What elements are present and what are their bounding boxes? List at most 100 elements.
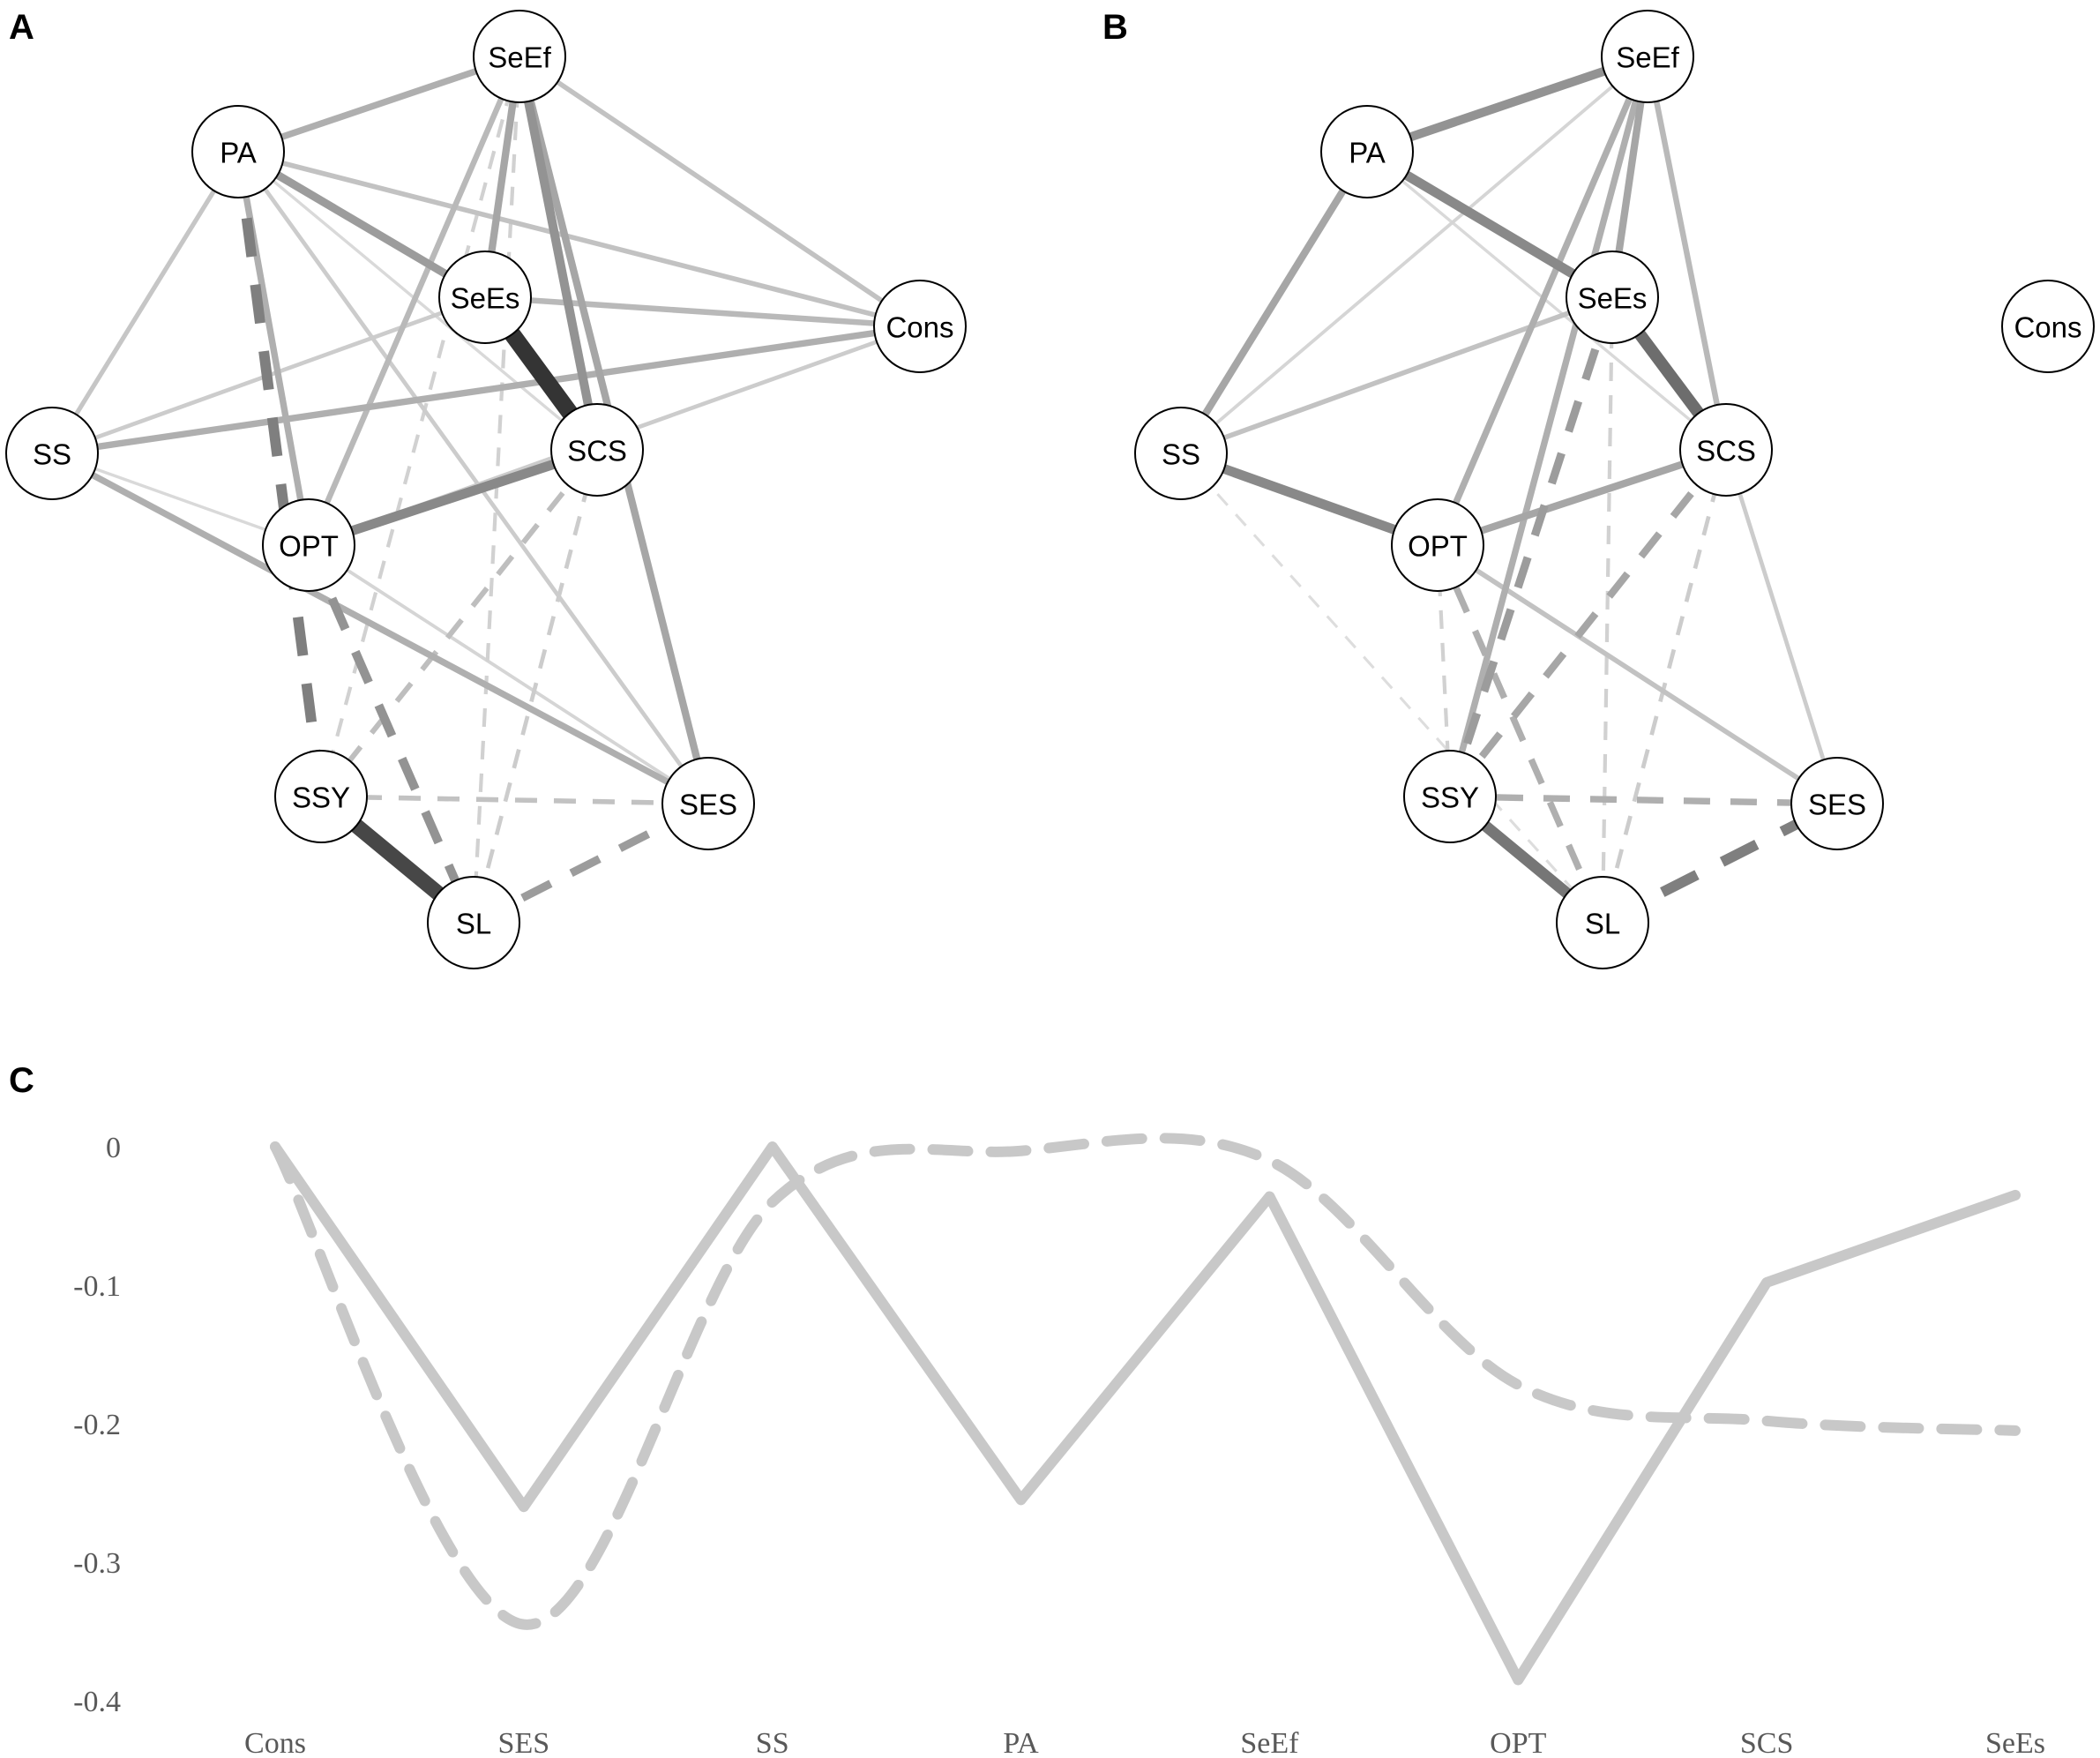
net-b-node-circle [1134,407,1228,500]
net-b-node-sl: SL [1556,876,1649,969]
net-a-edge-seef-sl [471,56,522,924]
x-tick-label: PA [1003,1727,1039,1758]
net-b-edge-ss-pa [1177,149,1371,456]
net-a-edge-ssy-ses [320,794,709,806]
net-a-edge-seef-opt [306,55,522,547]
net-a-node-label: SeEf [488,41,551,74]
x-tick-label: SeEf [1240,1727,1299,1758]
net-a-edge-opt-sl [304,542,478,925]
y-tick-label: -0.2 [73,1409,121,1441]
net-a-node-circle [661,757,755,850]
net-a-node-circle [191,105,285,198]
net-a-node-ses: SES [661,757,755,850]
net-b-edge-pa-scs [1365,150,1728,452]
net-b-edge-opt-scs [1436,446,1728,549]
net-a-node-seef: SeEf [473,10,566,103]
net-b-node-opt: OPT [1391,498,1484,592]
net-b-edge-opt-sl [1434,543,1606,924]
net-a-edge-ssy-scs [318,448,600,798]
series-line-dashed [270,1133,2021,1630]
net-a-node-pa: PA [191,105,285,198]
net-b-edge-pa-sees [1364,147,1615,302]
net-a-node-sees: SeEs [438,251,532,344]
net-a-edge-pa-cons [237,149,921,329]
net-a-edge-sees-cons [484,294,921,330]
net-b-node-label: SeEf [1616,41,1679,74]
net-a-node-label: SeEs [451,282,520,315]
y-tick-label: 0 [106,1132,121,1164]
net-a-node-scs: SCS [550,403,644,497]
net-a-node-ss: SS [5,407,99,500]
net-a-node-circle [5,407,99,500]
net-b-edge-pa-seef [1365,52,1649,156]
net-b-node-label: SeEs [1578,282,1648,315]
net-b-node-circle [1556,876,1649,969]
panel-label-c: C [9,1061,34,1100]
x-tick-label: OPT [1490,1727,1546,1758]
panel-label-a: A [9,8,34,47]
net-b-node-circle [1391,498,1484,592]
net-b-node-pa: PA [1320,105,1414,198]
net-b-node-label: OPT [1408,530,1468,563]
net-a-edge-pa-ses [236,150,710,805]
net-a-node-opt: OPT [262,498,355,592]
net-a-edge-pa-seef [236,53,521,155]
net-a-edge-pa-scs [236,150,599,452]
y-axis-ticks: 0-0.1-0.2-0.3-0.4 [73,1132,121,1718]
net-b-edge-scs-ses [1723,449,1840,804]
net-a-edge-scs-sl [471,449,600,924]
net-a-node-label: SCS [567,435,627,468]
net-b-node-circle [1566,251,1659,344]
net-a-node-label: SS [33,438,71,471]
net-b-node-label: SCS [1696,435,1756,468]
net-b-edge-ss-seef [1179,55,1649,455]
net-b-edge-scs-sl [1600,449,1729,924]
net-a-edge-opt-scs [307,445,599,550]
net-b-node-circle [1320,105,1414,198]
net-b-edge-ss-sees [1180,295,1613,456]
net-b-node-label: SS [1162,438,1200,471]
net-a-edge-ss-ses [50,450,710,807]
x-tick-label: SeEs [1985,1727,2045,1758]
net-a-node-label: OPT [279,530,339,563]
net-a-node-ssy: SSY [274,750,368,843]
net-b-node-scs: SCS [1679,403,1773,497]
net-b-node-ses: SES [1790,757,1884,850]
net-a-edge-seef-scs [515,56,602,451]
net-b-node-seef: SeEf [1601,10,1694,103]
net-b-node-label: SES [1808,789,1866,821]
net-a-edge-pa-opt [235,151,312,546]
x-tick-label: SS [756,1727,789,1758]
net-a-node-label: Cons [886,311,953,344]
net-a-node-circle [473,10,566,103]
y-tick-label: -0.3 [73,1547,121,1580]
y-tick-label: -0.1 [73,1270,121,1303]
net-a-edge-seef-ssy [318,56,522,797]
net-a-node-label: PA [220,137,257,169]
net-b-edge-sees-sl [1600,296,1615,924]
net-a-edge-pa-ss [49,150,241,455]
net-a-edge-pa-sees [235,148,488,301]
net-b-node-circle [1601,10,1694,103]
net-b-node-label: PA [1349,137,1386,169]
net-b-node-label: Cons [2014,311,2081,344]
net-b-node-sees: SeEs [1566,251,1659,344]
net-b-edge-seef-opt [1434,55,1651,547]
network-a-edges [49,53,922,929]
x-tick-label: SES [498,1727,550,1758]
series-line-solid [270,1141,2021,1686]
net-a-node-label: SSY [292,782,350,814]
net-a-node-circle [427,876,520,969]
net-b-node-circle [1790,757,1884,850]
net-b-edge-seef-scs [1644,56,1730,451]
net-a-node-label: SES [679,789,737,821]
net-b-node-circle [2001,280,2095,373]
panel-label-b: B [1102,8,1128,47]
net-b-edge-ssy-scs [1446,447,1730,799]
